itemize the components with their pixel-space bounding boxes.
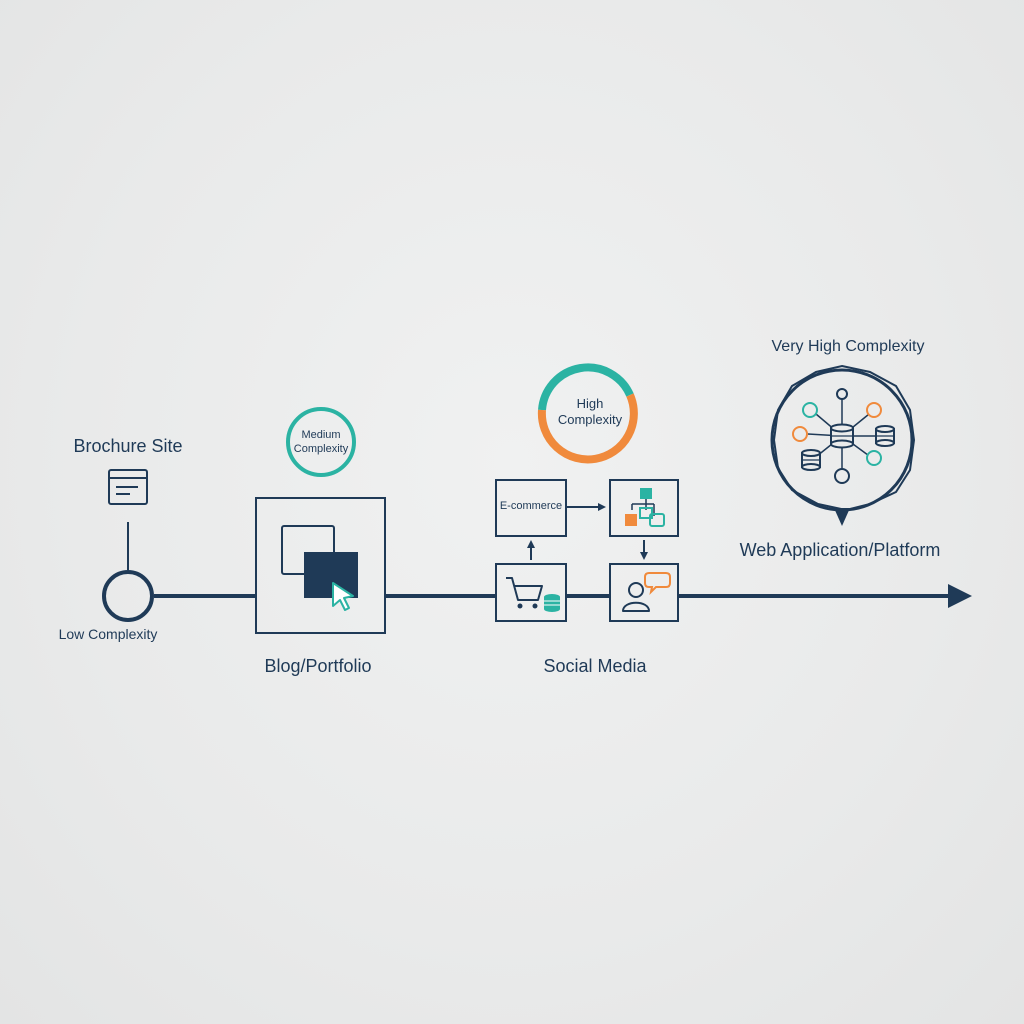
database-icon — [544, 594, 560, 612]
timeline-axis — [154, 584, 972, 608]
blog-portfolio-label: Blog/Portfolio — [264, 656, 372, 676]
user-chat-icon — [622, 572, 671, 612]
very-high-complexity-label: Very High Complexity — [771, 338, 925, 355]
social-media-label: Social Media — [543, 656, 647, 676]
network-hub-icon — [770, 364, 916, 526]
window-cursor-icon — [281, 525, 358, 611]
low-complexity-node — [102, 522, 154, 622]
low-complexity-label: Low Complexity — [58, 626, 158, 642]
sitemap-icon — [625, 488, 665, 527]
blog-box — [255, 497, 386, 634]
ecommerce-label: E-commerce — [499, 500, 563, 512]
cart-box — [495, 563, 567, 622]
shopping-cart-icon — [506, 577, 543, 609]
brochure-site-label: Brochure Site — [73, 436, 183, 456]
sitemap-box — [609, 479, 679, 537]
social-box — [609, 563, 679, 622]
document-icon — [108, 469, 148, 505]
timeline-arrowhead — [948, 584, 972, 608]
medium-complexity-label: Medium Complexity — [293, 429, 349, 455]
web-application-label: Web Application/Platform — [739, 540, 941, 560]
medium-complexity-ring — [286, 407, 356, 477]
high-complexity-ring — [537, 363, 638, 464]
high-complexity-label: High Complexity — [557, 396, 623, 427]
